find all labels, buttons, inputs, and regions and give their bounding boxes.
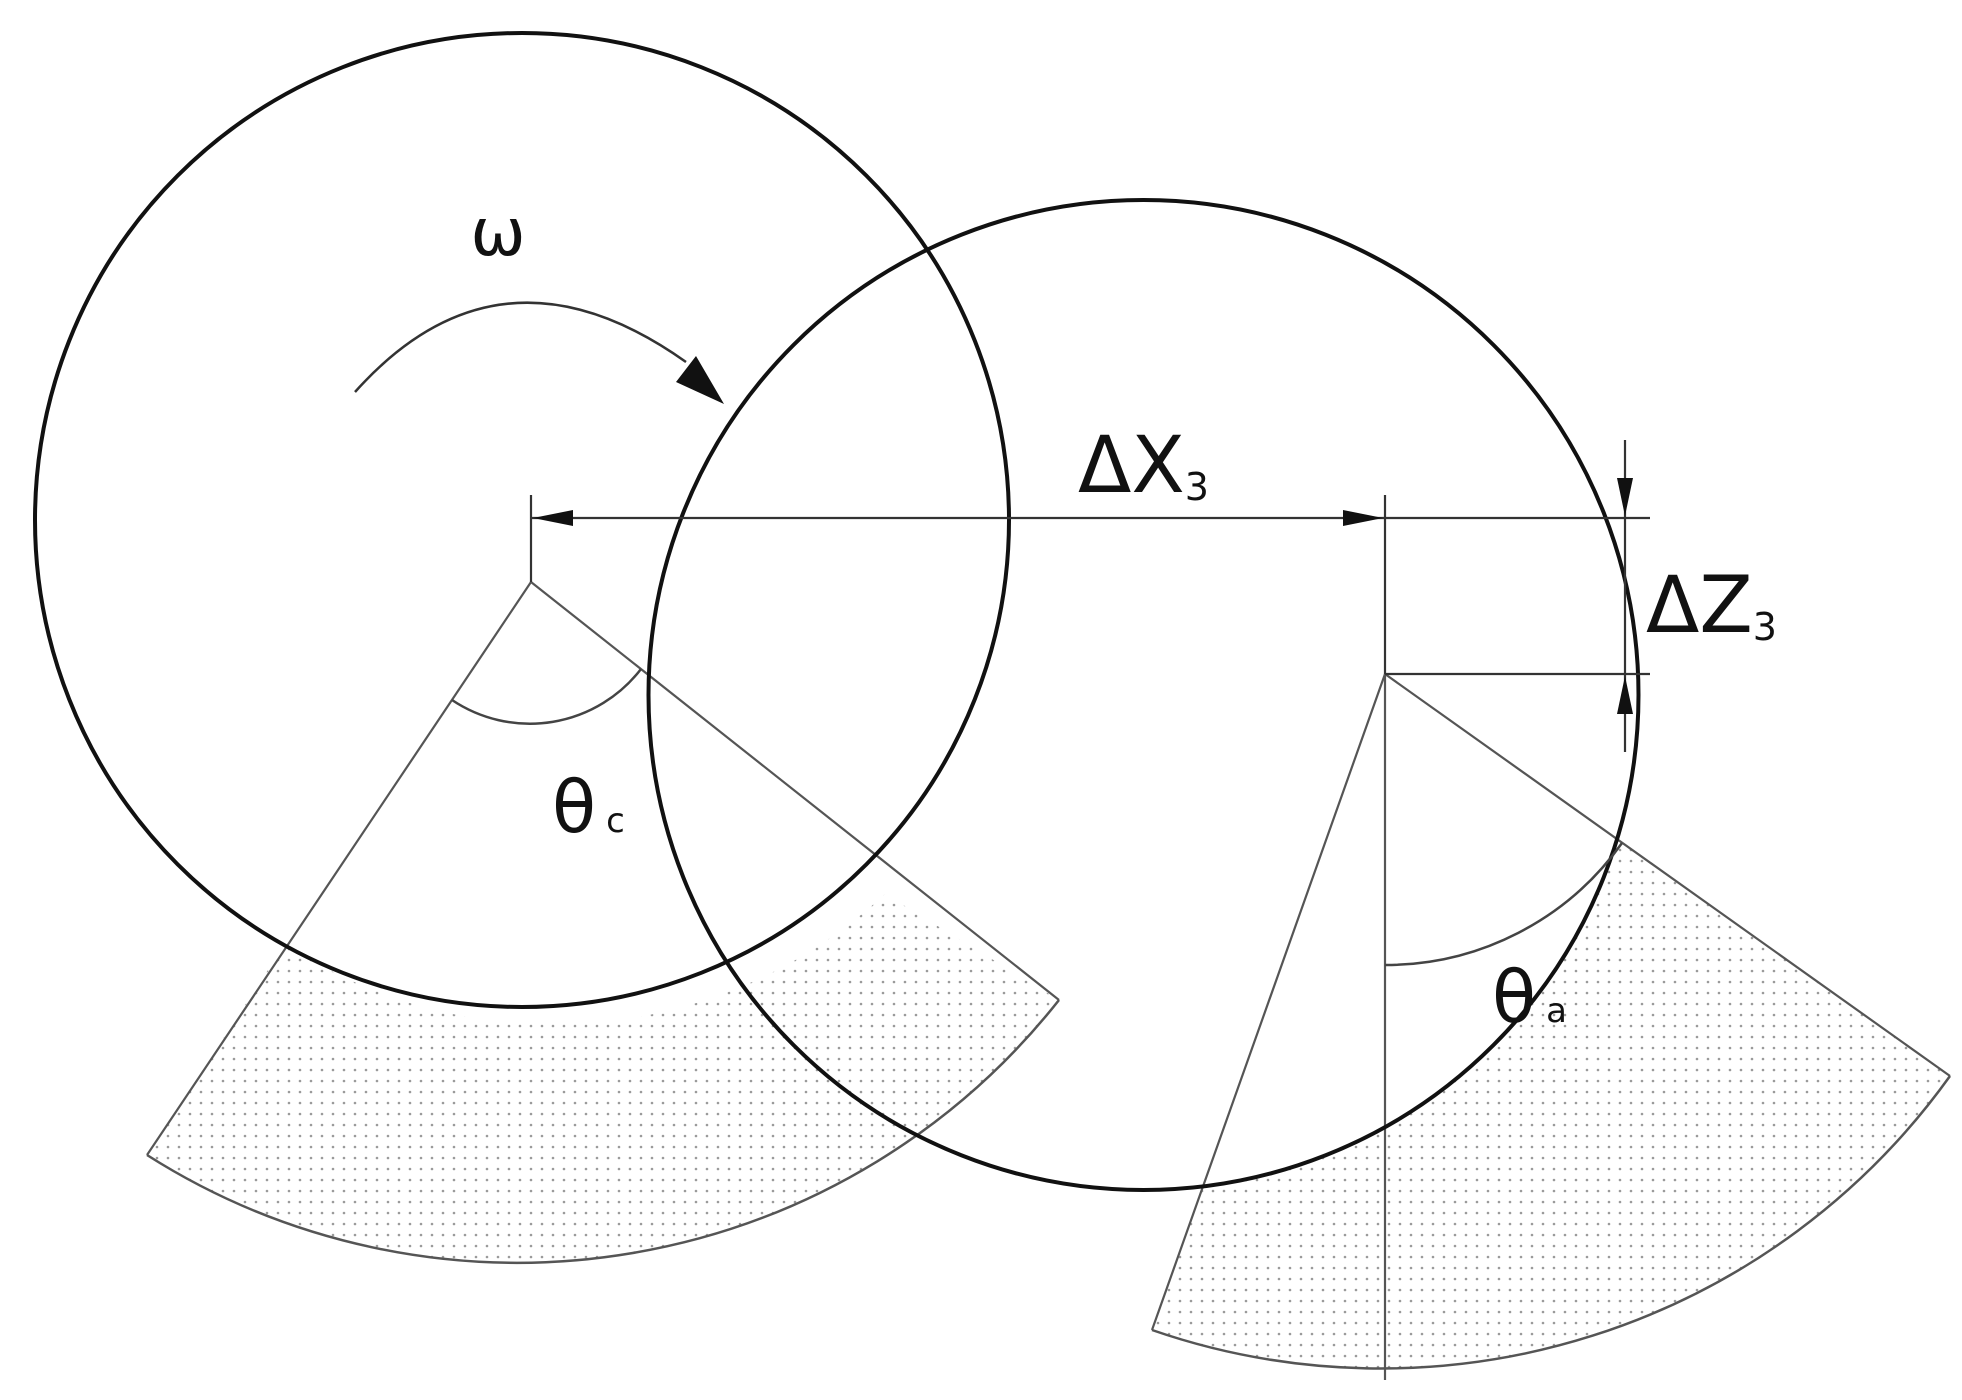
omega-label: ω <box>470 194 525 271</box>
delta-x-left-arrowhead <box>533 510 573 526</box>
right-spray-right-edge <box>1384 673 1951 1077</box>
delta-x-dimension <box>529 495 1387 674</box>
delta-z-bottom-arrowhead <box>1617 676 1633 714</box>
delta-x-right-arrowhead <box>1343 510 1383 526</box>
delta-z-dimension <box>1385 440 1650 752</box>
right-circle <box>646 198 1641 1192</box>
theta-c-arc <box>451 668 642 725</box>
left-spray-right-edge <box>530 581 1060 1001</box>
left-spray-left-edge <box>146 581 532 1156</box>
theta-a-arc <box>1384 842 1624 967</box>
delta-z-symbol: Δ <box>1646 561 1699 651</box>
delta-z-subscript: 3 <box>1753 605 1777 649</box>
delta-z-top-arrowhead <box>1617 478 1633 516</box>
delta-x-symbol: Δ <box>1078 421 1131 511</box>
delta-z-variable: Z <box>1699 561 1752 651</box>
theta-c-symbol: θ <box>552 765 596 849</box>
delta-x-label: ΔX3 <box>1078 421 1209 511</box>
left-spray-outer-arc <box>146 999 1060 1264</box>
theta-a-subscript: a <box>1546 991 1567 1031</box>
theta-a-symbol: θ <box>1492 955 1536 1039</box>
rotation-arrow <box>354 301 724 404</box>
right-spray-left-edge <box>1150 673 1387 1331</box>
right-spray-outer-arc <box>1151 1075 1952 1370</box>
delta-x-variable: X <box>1131 421 1184 511</box>
delta-x-subscript: 3 <box>1185 465 1209 509</box>
left-spray-zone <box>146 581 1060 1264</box>
left-circle <box>33 31 1011 1009</box>
theta-c-subscript: c <box>606 801 625 841</box>
rotation-arrowhead <box>676 356 724 404</box>
left-spray-dotted-area <box>147 894 1059 1263</box>
delta-z-label: ΔZ3 <box>1646 561 1777 651</box>
